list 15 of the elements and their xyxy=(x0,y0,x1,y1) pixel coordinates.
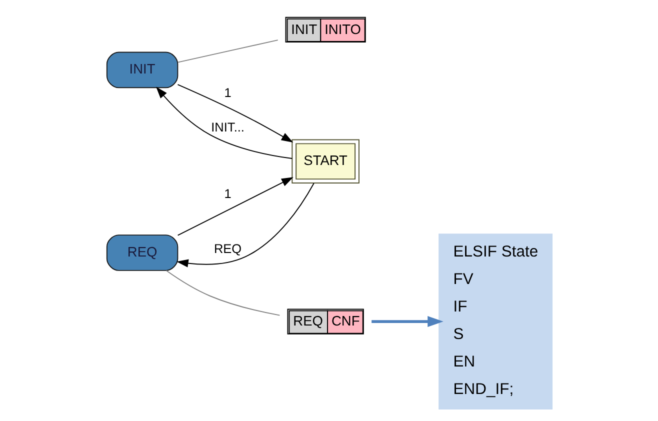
arrow xyxy=(176,84,293,142)
connector xyxy=(176,40,278,63)
edge-label: 1 xyxy=(224,186,231,202)
arrow xyxy=(176,177,293,236)
arrow xyxy=(371,316,443,328)
edge-label: 1 xyxy=(224,84,231,100)
node-box: INIT xyxy=(106,52,178,88)
connector xyxy=(165,270,280,316)
arrow xyxy=(156,86,292,160)
edge-label: REQ xyxy=(213,241,242,256)
arrow xyxy=(176,182,314,268)
node-box: REQ xyxy=(106,234,178,271)
node-box: ELSIF State FV IF S EN END_IF; xyxy=(438,234,552,410)
edge-label: INIT... xyxy=(210,119,244,134)
node-box: START xyxy=(291,139,359,184)
